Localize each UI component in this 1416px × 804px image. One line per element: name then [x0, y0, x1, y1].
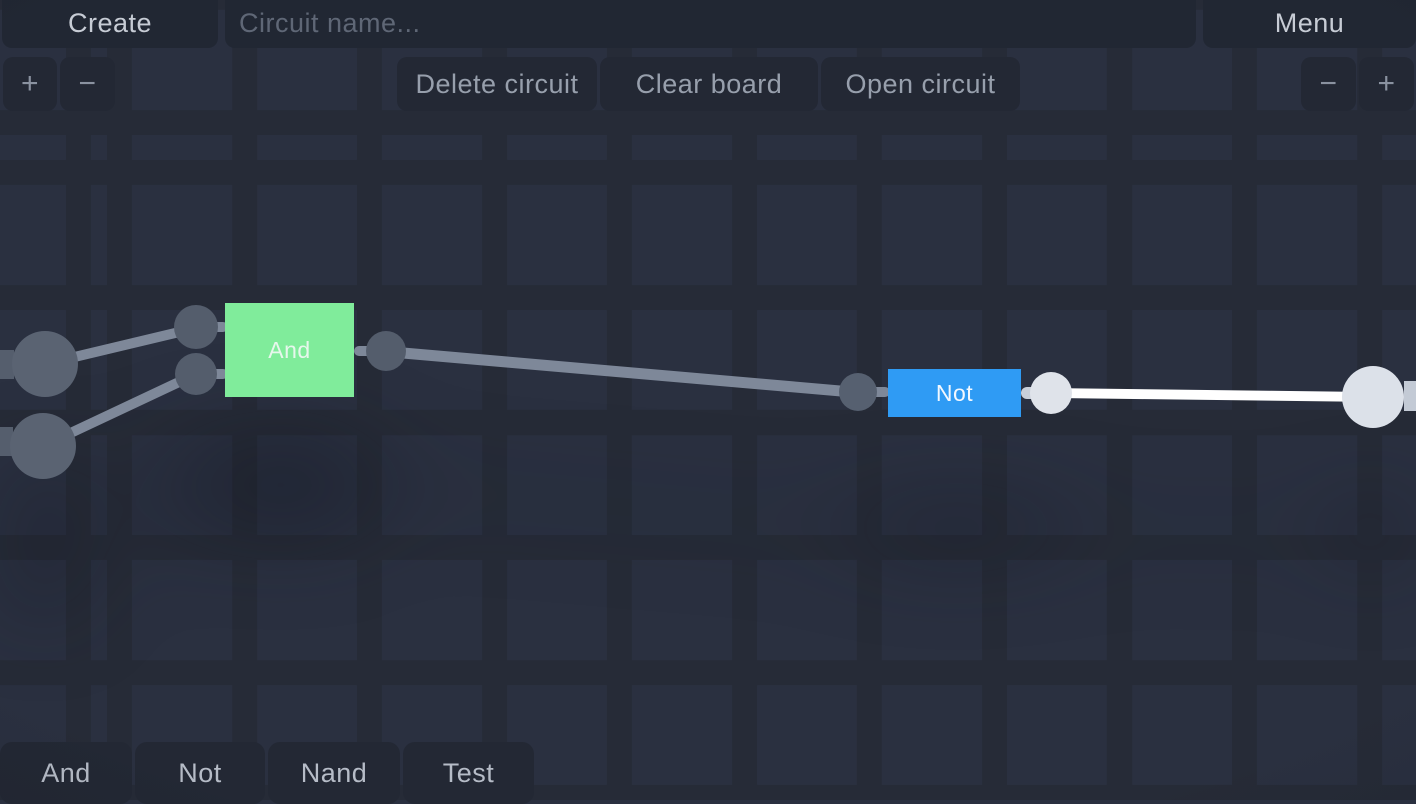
and-in-node-1[interactable] [174, 305, 218, 349]
and-out-node[interactable] [366, 331, 406, 371]
wire-off[interactable] [385, 345, 859, 398]
zoom-out-left-button[interactable]: − [60, 57, 115, 111]
zoom-in-left-button[interactable]: + [3, 57, 57, 111]
palette-nand-label: Nand [300, 757, 368, 788]
palette-item-not[interactable]: Not [135, 742, 265, 804]
gate-not-label: Not [935, 379, 974, 406]
palette-not-label: Not [178, 757, 222, 788]
palette-item-nand[interactable]: Nand [268, 742, 400, 804]
menu-button-label: Menu [1274, 7, 1345, 38]
minus-icon: − [78, 67, 97, 100]
delete-circuit-button[interactable]: Delete circuit [397, 57, 597, 111]
wire-on[interactable] [1050, 388, 1374, 402]
palette-test-label: Test [442, 757, 495, 788]
palette-item-and[interactable]: And [0, 742, 132, 804]
gate-and[interactable]: And [225, 303, 354, 397]
input-stub-2[interactable] [0, 427, 13, 456]
not-in-node[interactable] [839, 373, 877, 411]
not-out-node[interactable] [1030, 372, 1072, 414]
input-node-1[interactable] [12, 331, 78, 397]
circuit-name-input[interactable] [225, 0, 1196, 48]
delete-circuit-label: Delete circuit [415, 68, 579, 99]
gate-and-label: And [268, 336, 311, 363]
open-circuit-button[interactable]: Open circuit [821, 57, 1020, 111]
input-node-2[interactable] [10, 413, 76, 479]
input-stub-1[interactable] [0, 350, 14, 379]
clear-board-button[interactable]: Clear board [600, 57, 818, 111]
create-button[interactable]: Create [2, 0, 218, 48]
gate-not[interactable]: Not [888, 369, 1021, 417]
plus-icon: + [1377, 67, 1396, 100]
output-node[interactable] [1342, 366, 1404, 428]
create-button-label: Create [67, 7, 153, 38]
output-stub[interactable] [1404, 381, 1416, 411]
plus-icon: + [20, 67, 40, 100]
clear-board-label: Clear board [635, 68, 783, 99]
open-circuit-label: Open circuit [845, 68, 996, 99]
palette-item-test[interactable]: Test [403, 742, 534, 804]
minus-icon: − [1319, 67, 1338, 100]
zoom-out-right-button[interactable]: − [1301, 57, 1356, 111]
and-in-node-2[interactable] [175, 353, 217, 395]
palette-and-label: And [41, 757, 91, 788]
zoom-in-right-button[interactable]: + [1359, 57, 1414, 111]
menu-button[interactable]: Menu [1203, 0, 1416, 48]
